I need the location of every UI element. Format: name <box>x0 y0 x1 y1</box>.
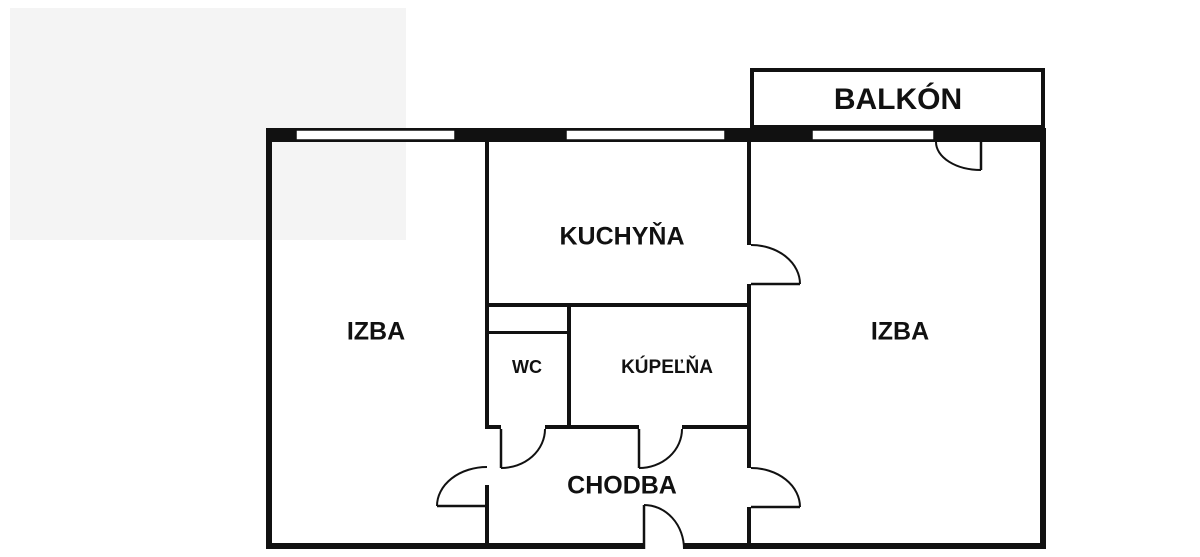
bathroom-label: KÚPEĽŇA <box>621 356 713 378</box>
hallway-label: CHODBA <box>567 472 677 500</box>
door-kitchen <box>750 244 801 286</box>
room-left-label: IZBA <box>347 318 405 346</box>
room-right-label: IZBA <box>871 318 929 346</box>
kitchen-label: KUCHYŇA <box>560 221 685 251</box>
door-wc <box>499 428 546 469</box>
watermark-area <box>10 8 406 240</box>
window-right <box>811 129 935 141</box>
door-entrance <box>642 504 685 550</box>
door-balcony <box>935 141 983 171</box>
door-left-room <box>436 466 488 508</box>
balcony-label: BALKÓN <box>834 82 962 116</box>
wc-label: WC <box>512 357 542 377</box>
interior-walls <box>485 142 751 545</box>
windows <box>295 129 935 141</box>
window-kitchen <box>565 129 726 141</box>
balcony: BALKÓN <box>750 68 1045 129</box>
window-left <box>295 129 456 141</box>
doors <box>436 141 983 550</box>
door-bathroom <box>637 428 683 469</box>
door-right-room <box>750 467 801 509</box>
